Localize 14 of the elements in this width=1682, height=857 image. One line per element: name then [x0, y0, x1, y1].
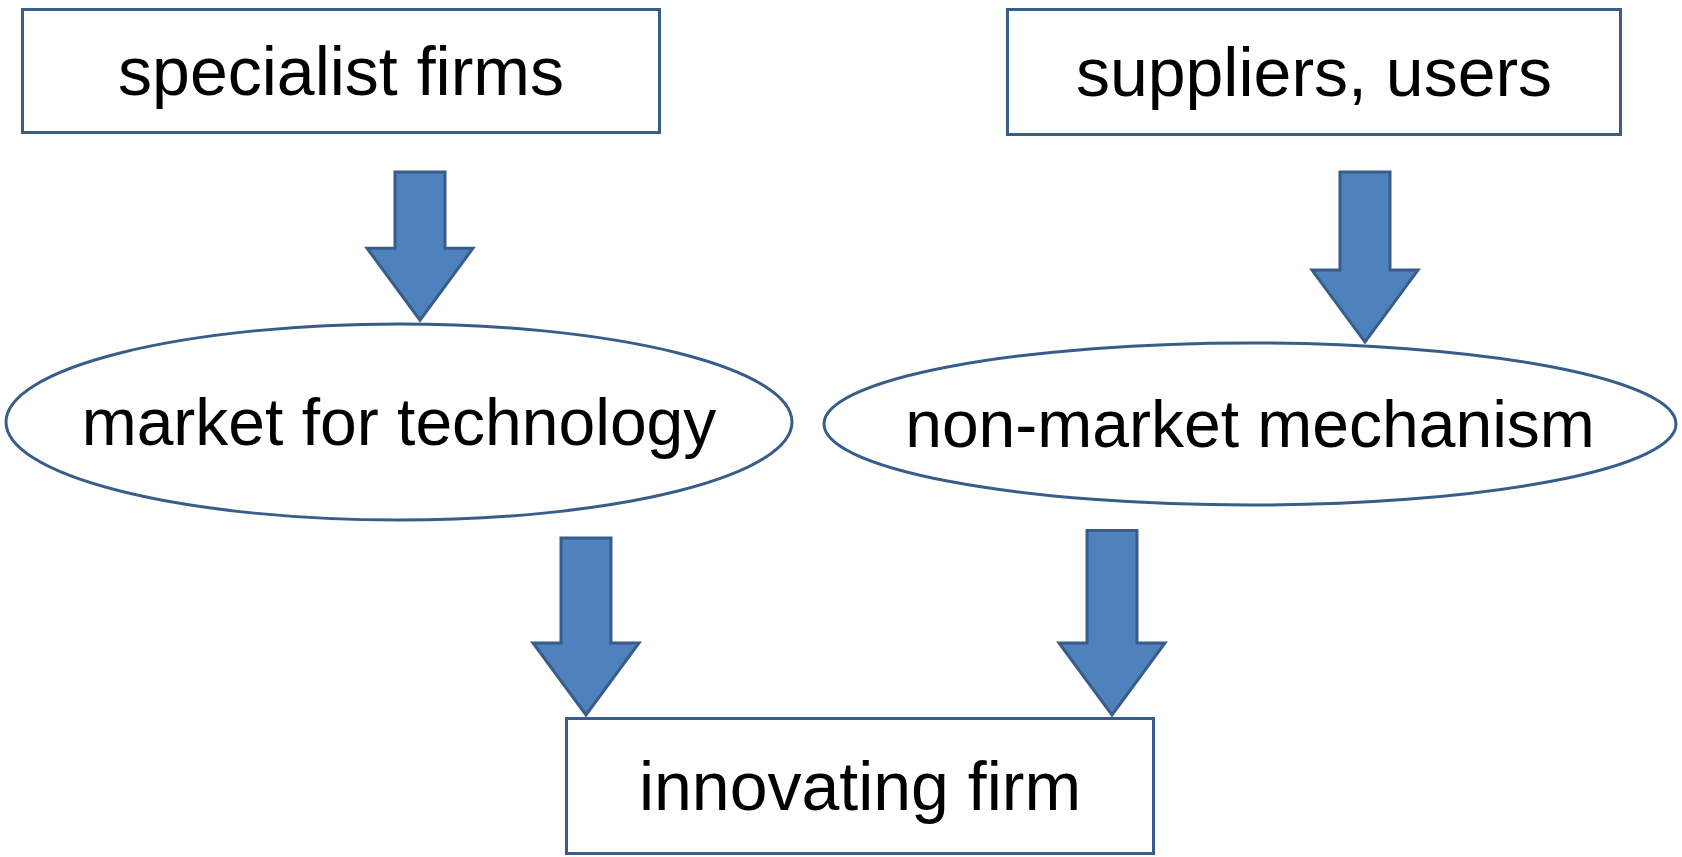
block-arrow — [530, 536, 642, 718]
process-box — [21, 8, 661, 134]
block-arrow — [1056, 529, 1168, 718]
block-arrow — [1309, 170, 1421, 345]
process-box — [1006, 8, 1622, 136]
ellipse-node — [4, 322, 794, 522]
node-label: market for technology — [81, 385, 717, 459]
block-arrow — [364, 170, 476, 323]
node-label: suppliers, users — [1075, 34, 1553, 110]
node-label: specialist firms — [118, 33, 564, 109]
node-label: non-market mechanism — [905, 387, 1595, 461]
process-box — [565, 717, 1155, 855]
node-label: innovating firm — [638, 748, 1082, 824]
ellipse-node — [822, 341, 1678, 507]
